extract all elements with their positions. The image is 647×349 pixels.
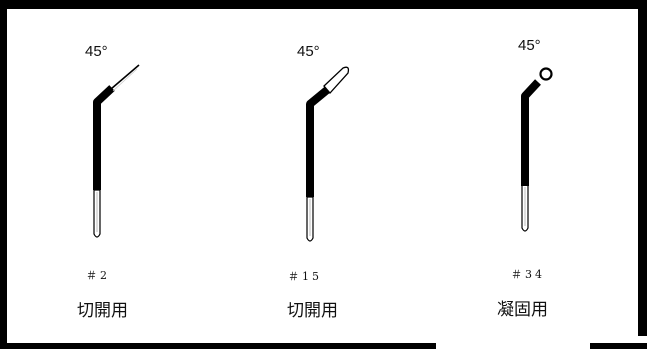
electrode-3-angle-label: 45°	[518, 37, 541, 54]
electrode-2-code-label: ＃15	[288, 270, 322, 283]
loop-icon	[539, 67, 553, 81]
electrode-3-code-label: ＃34	[511, 268, 545, 281]
electrode-2	[306, 66, 350, 242]
blade-icon	[323, 66, 350, 94]
electrode-3-use-label: 凝固用	[497, 300, 548, 320]
frame-bottom-right	[590, 343, 647, 349]
electrode-1-code-label: ＃2	[86, 269, 110, 282]
electrode-2-angle-label: 45°	[297, 43, 320, 60]
frame-left	[0, 0, 7, 349]
frame-right	[638, 0, 647, 336]
electrode-1	[93, 64, 140, 238]
needle-icon	[110, 64, 140, 92]
electrode-1-use-label: 切開用	[77, 301, 128, 321]
electrode-3-insulated-handle	[521, 79, 541, 186]
electrode-2-use-label: 切開用	[287, 301, 338, 321]
electrode-2-insulated-handle	[306, 86, 330, 197]
electrode-1-angle-label: 45°	[85, 43, 108, 60]
frame-bottom-left	[0, 343, 436, 349]
electrode-3	[521, 67, 553, 232]
frame-top	[0, 0, 647, 9]
electrode-1-insulated-handle	[93, 85, 115, 190]
